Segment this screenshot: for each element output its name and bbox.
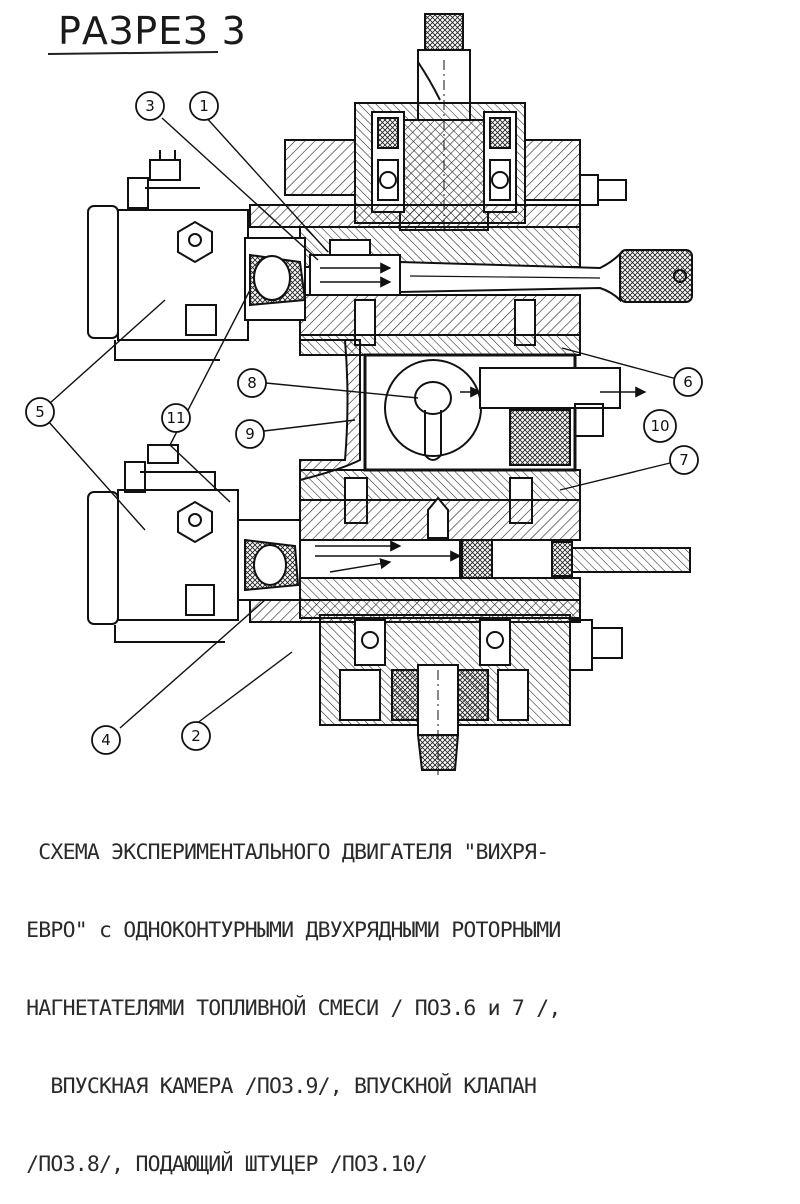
callouts: 1 2 3 4 5 5 6 7 8 9 10 11 [25, 91, 703, 755]
upper-rotor-body [249, 204, 581, 356]
callout-11: 11 [161, 403, 191, 433]
caption-line-3: НАГНЕТАТЕЛЯМИ ТОПЛИВНОЙ СМЕСИ / ПОЗ.6 и … [14, 996, 561, 1021]
title-underline [47, 51, 219, 55]
flow-arrows [315, 262, 647, 573]
svg-text:8: 8 [247, 374, 257, 392]
lower-carburetor [87, 444, 301, 643]
caption-line-1: СХЕМА ЭКСПЕРИМЕНТАЛЬНОГО ДВИГАТЕЛЯ "ВИХР… [14, 840, 549, 865]
svg-text:7: 7 [679, 451, 689, 469]
callout-1: 1 [189, 91, 219, 121]
callout-4: 4 [91, 725, 121, 755]
engine-section-drawing: РАЗРЕЗ 3 [25, 9, 703, 775]
svg-text:11: 11 [166, 409, 185, 427]
caption-line-4: ВПУСКНАЯ КАМЕРА /ПОЗ.9/, ВПУСКНОЙ КЛАПАН [14, 1074, 537, 1099]
leader-lines [39, 114, 689, 729]
intake-chamber [299, 339, 621, 482]
drawing-caption: СХЕМА ЭКСПЕРИМЕНТАЛЬНОГО ДВИГАТЕЛЯ "ВИХР… [14, 788, 786, 1204]
caption-line-2: ЕВРО" с ОДНОКОНТУРНЫМИ ДВУХРЯДНЫМИ РОТОР… [14, 918, 561, 943]
svg-text:5: 5 [35, 403, 45, 421]
svg-text:1: 1 [199, 97, 209, 115]
callout-5-top: 5 [25, 397, 55, 427]
upper-carburetor [87, 150, 307, 361]
callout-2: 2 [181, 721, 211, 751]
callout-9: 9 [235, 419, 265, 449]
svg-text:9: 9 [245, 425, 255, 443]
svg-text:10: 10 [650, 417, 669, 435]
bottom-bearing-housing [319, 614, 623, 775]
svg-text:4: 4 [101, 731, 111, 749]
upper-connecting-rod [399, 249, 693, 303]
svg-text:2: 2 [191, 727, 201, 745]
svg-text:6: 6 [683, 373, 693, 391]
callout-7: 7 [669, 445, 699, 475]
svg-text:3: 3 [145, 97, 155, 115]
callout-3: 3 [135, 91, 165, 121]
callout-6: 6 [673, 367, 703, 397]
svg-text:5: 5 [35, 403, 45, 421]
caption-line-5: /ПОЗ.8/, ПОДАЮЩИЙ ШТУЦЕР /ПОЗ.10/ [14, 1152, 428, 1177]
top-bearing-housing [284, 102, 627, 224]
drawing-title: РАЗРЕЗ 3 [58, 9, 247, 53]
callout-8: 8 [237, 368, 267, 398]
callout-10: 10 [643, 409, 677, 443]
